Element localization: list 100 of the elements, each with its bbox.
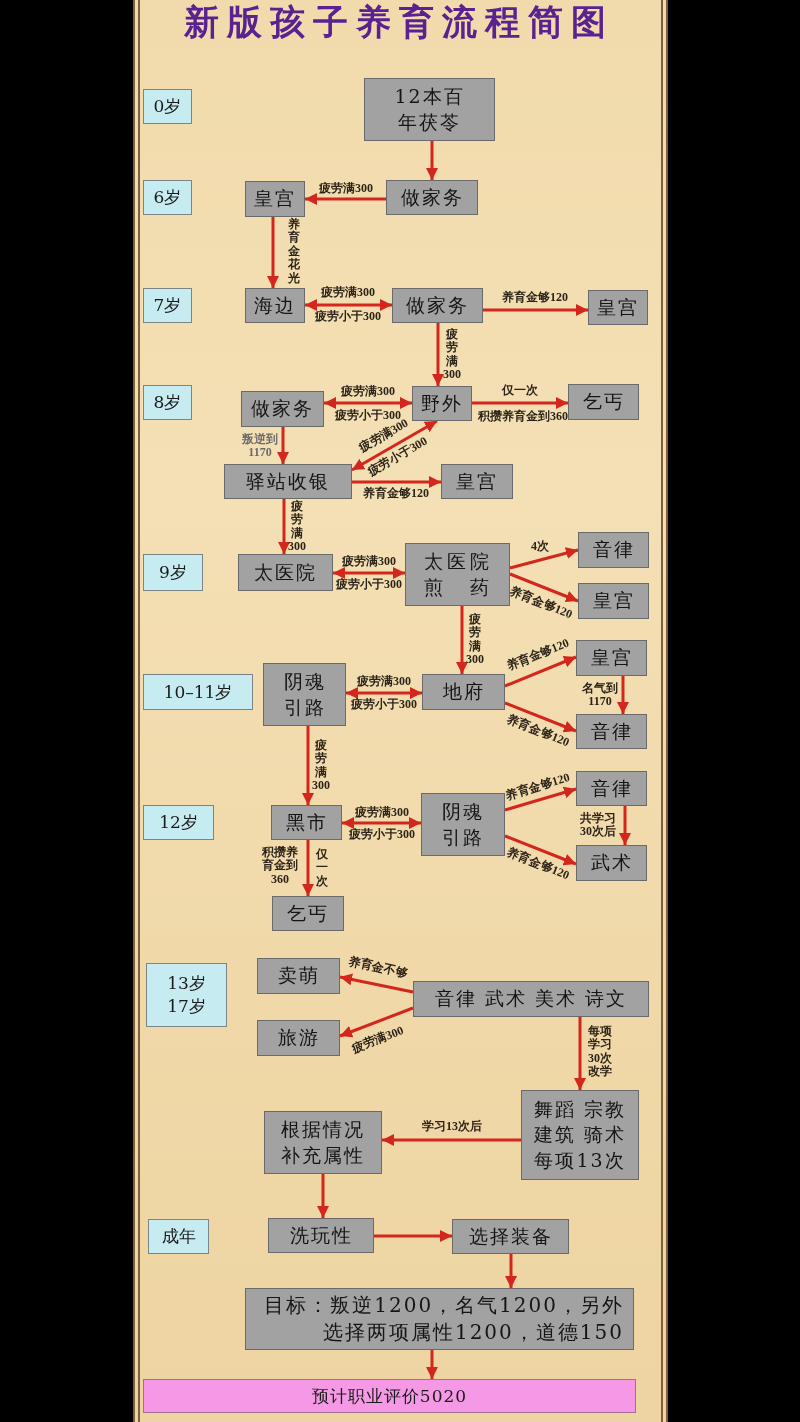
step-box: 音律	[576, 771, 647, 806]
edge-label: 疲劳满300	[321, 286, 375, 300]
condition-text: 疲劳小于300	[336, 578, 402, 592]
age-box: 0岁	[143, 89, 192, 124]
step-box: 阴魂引路	[421, 793, 505, 856]
step-box: 黑市	[271, 805, 342, 840]
step-box: 旅游	[257, 1020, 340, 1056]
age-label: 17岁	[167, 995, 206, 1018]
step-box: 洗玩性	[268, 1218, 374, 1253]
arrow	[504, 786, 577, 812]
edge-label: 养育金够120	[504, 770, 572, 804]
step-box: 皇宫	[441, 464, 513, 499]
edge-label: 养育金花光	[288, 218, 300, 286]
arrow	[504, 701, 577, 733]
arrow	[509, 572, 579, 603]
double-arrow	[342, 817, 421, 829]
edge-label: 疲劳满300	[355, 806, 409, 820]
step-box: 海边	[245, 288, 305, 323]
edge-label: 学习13次后	[422, 1120, 482, 1134]
edge-label: 疲劳满300	[443, 328, 461, 382]
step-box: 驿站收银	[224, 464, 352, 499]
step-box: 皇宫	[245, 181, 305, 217]
arrow	[426, 141, 438, 180]
step-box: 做家务	[241, 391, 324, 427]
edge-label: 疲劳满300	[319, 182, 373, 196]
step-box	[521, 1090, 639, 1180]
arrow	[483, 304, 588, 316]
step-box: 地府	[422, 674, 505, 710]
arrow	[339, 973, 414, 994]
edge-label: 疲劳满300	[341, 385, 395, 399]
arrow	[305, 193, 386, 205]
step-box: 皇宫	[576, 640, 647, 676]
edge-label: 叛逆到1170	[242, 432, 278, 460]
step-text: 每项13次	[534, 1147, 626, 1173]
arrow	[504, 834, 577, 866]
age-box	[146, 963, 227, 1027]
arrow	[456, 606, 468, 674]
step-box: 野外	[412, 386, 472, 421]
arrow	[504, 655, 577, 688]
step-box: 音律	[578, 532, 649, 568]
age-box: 成年	[148, 1219, 209, 1254]
edge-label: 共学习30次后	[580, 811, 616, 839]
step-box: 皇宫	[588, 290, 648, 325]
edge-label: 养育金够120	[502, 291, 568, 305]
arrow	[382, 1134, 521, 1146]
condition-text: 疲劳小于300	[351, 698, 417, 712]
step-box: 武术	[576, 845, 647, 881]
condition-text: 积攒养育金到360	[478, 410, 568, 424]
step-box: 皇宫	[578, 583, 649, 619]
age-box: 8岁	[143, 385, 192, 420]
arrow	[277, 427, 289, 464]
double-arrow	[324, 397, 412, 409]
step-text: 建筑 骑术	[533, 1122, 626, 1148]
step-box: 阴魂引路	[263, 663, 346, 726]
edge-label: 名气到1170	[582, 681, 618, 709]
edge-label: 疲劳满300	[357, 675, 411, 689]
step-box: 太医院	[238, 554, 333, 591]
step-box: 选择装备	[452, 1219, 569, 1254]
step-box: 目标：叛逆1200，名气1200，另外选择两项属性1200，道德150	[245, 1288, 634, 1350]
age-label: 13岁	[167, 972, 206, 995]
arrow	[432, 323, 444, 386]
arrow	[302, 840, 314, 896]
edge-label: 疲劳满300	[350, 1024, 406, 1056]
edge-label: 疲劳满300	[342, 555, 396, 569]
result-banner: 预计职业评价5020	[143, 1379, 636, 1413]
edge-label: 养育金够120	[363, 487, 429, 501]
edge-label: 养育金够120	[504, 636, 572, 674]
double-arrow	[351, 419, 438, 472]
step-box: 乞丐	[272, 896, 344, 931]
edge-label: 疲劳满300	[466, 613, 484, 667]
double-arrow	[305, 299, 392, 311]
step-box: 12本百年茯苓	[364, 78, 495, 141]
edge-label: 疲劳满300	[312, 739, 330, 793]
step-box: 太医院煎药	[405, 543, 510, 606]
edge-label: 积攒养育金到360	[262, 845, 298, 887]
edge-label: 养育金不够	[347, 955, 409, 981]
arrow	[267, 217, 279, 288]
arrow	[426, 1350, 438, 1379]
arrow	[505, 1254, 517, 1288]
step-box: 根据情况补充属性	[264, 1111, 382, 1174]
arrow	[472, 397, 568, 409]
age-box: 10–11岁	[143, 674, 253, 710]
step-box: 做家务	[392, 288, 483, 323]
edge-label: 养育金够120	[504, 845, 572, 883]
condition-text: 疲劳小于300	[349, 828, 415, 842]
arrow	[302, 726, 314, 805]
arrow	[352, 476, 441, 488]
edge-label: 疲劳满300	[288, 500, 306, 554]
arrow	[574, 1017, 586, 1090]
arrow	[278, 499, 290, 554]
arrow	[339, 1006, 414, 1038]
step-text: 舞蹈 宗教	[533, 1096, 626, 1122]
double-arrow	[346, 687, 422, 699]
double-arrow	[333, 567, 405, 579]
age-box: 12岁	[143, 805, 214, 840]
edge-label: 仅一次	[502, 384, 538, 398]
age-box: 6岁	[143, 180, 192, 215]
edge-label: 4次	[531, 540, 549, 554]
step-box: 做家务	[386, 180, 478, 215]
arrow	[617, 676, 629, 714]
